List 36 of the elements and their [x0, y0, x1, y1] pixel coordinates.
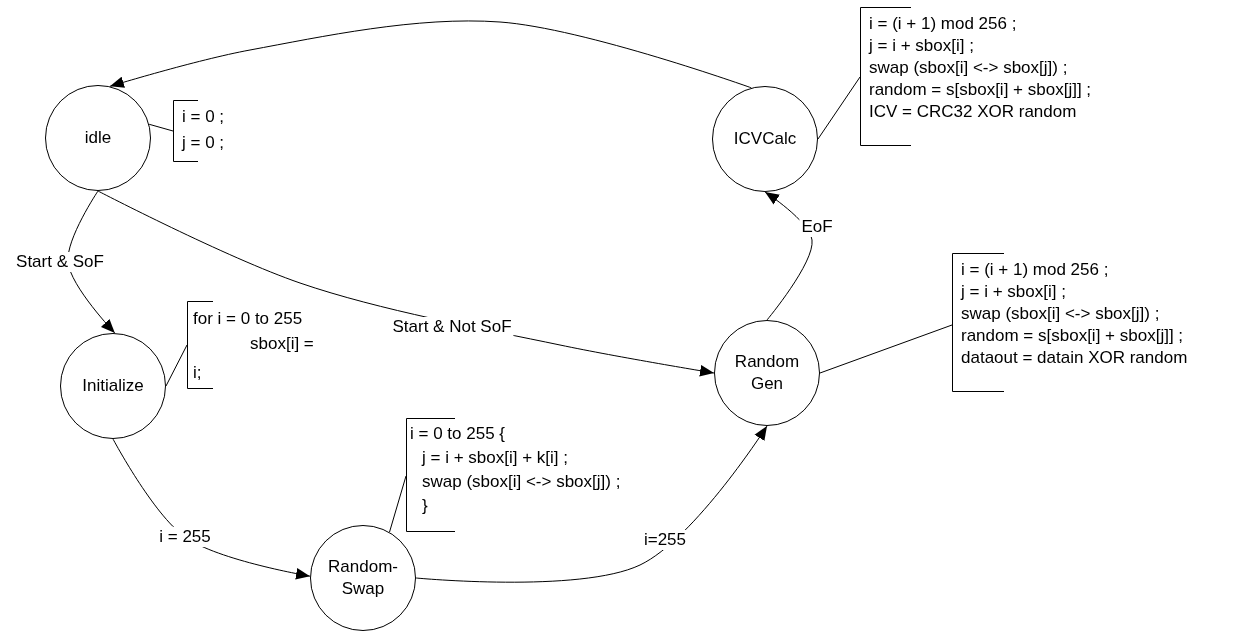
edge-label: Start & SoF	[14, 252, 106, 272]
code-line: swap (sbox[i] <-> sbox[j]) ;	[961, 303, 1160, 325]
state-label: Random-Swap	[327, 556, 399, 600]
state-label: idle	[84, 127, 112, 149]
connector-line	[819, 324, 953, 374]
code-line: i = 0 ;	[182, 106, 225, 128]
code-line: random = s[sbox[i] + sbox[j]] ;	[961, 325, 1184, 347]
transition-arrow	[415, 425, 768, 583]
state-label: Initialize	[82, 375, 144, 397]
transition-arrow	[109, 20, 752, 89]
code-line: j = i + sbox[i] + k[i] ;	[422, 447, 568, 469]
code-line: ICV = CRC32 XOR random	[869, 101, 1077, 123]
edge-label: EoF	[799, 217, 835, 237]
connector-line	[165, 344, 188, 387]
edge-label: i = 255	[157, 527, 213, 547]
connector-line	[817, 76, 861, 140]
code-line: j = i + sbox[i] ;	[961, 281, 1066, 303]
connector-line	[148, 123, 174, 132]
state-label: Random Gen	[733, 351, 801, 395]
code-line: random = s[sbox[i] + sbox[j]] ;	[869, 79, 1092, 101]
connector-line	[389, 475, 407, 533]
code-line: swap (sbox[i] <-> sbox[j]) ;	[422, 471, 621, 493]
code-line: }	[422, 495, 428, 517]
code-line: dataout = datain XOR random	[961, 347, 1188, 369]
code-line: j = i + sbox[i] ;	[869, 35, 974, 57]
state-label: ICVCalc	[733, 128, 797, 150]
edge-label: Start & Not SoF	[390, 317, 514, 337]
transition-arrow	[67, 190, 116, 334]
code-line: i = (i + 1) mod 256 ;	[961, 259, 1109, 281]
code-line: i = 0 to 255 {	[410, 423, 505, 445]
code-line: for i = 0 to 255	[193, 308, 303, 330]
code-line: i = (i + 1) mod 256 ;	[869, 13, 1017, 35]
code-line: swap (sbox[i] <-> sbox[j]) ;	[869, 57, 1068, 79]
code-line: j = 0 ;	[182, 132, 225, 154]
code-line: i;	[193, 362, 202, 384]
code-line: sbox[i] =	[250, 333, 314, 355]
